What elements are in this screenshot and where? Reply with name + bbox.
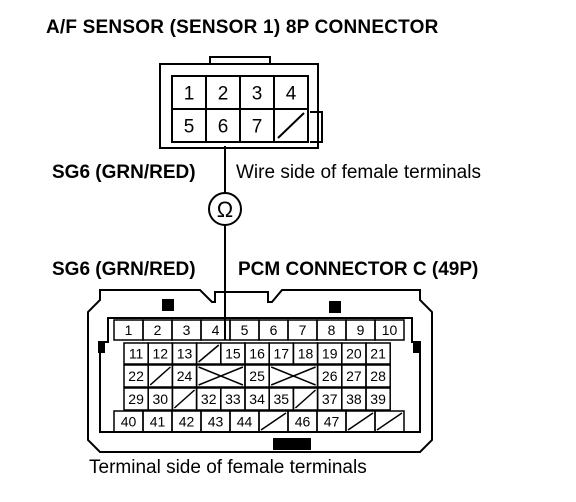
af-connector-lock-tab — [209, 56, 271, 64]
sg6-af-wire-label: SG6 (GRN/RED) — [52, 162, 196, 183]
pcm-pin-cell — [365, 364, 391, 388]
pcm-pin-number: 25 — [249, 368, 265, 384]
pcm-pin-number: 17 — [274, 346, 290, 362]
blocked-cavity-cross — [198, 366, 244, 386]
unused-pin-slash — [173, 389, 196, 409]
pcm-pin-cell — [365, 342, 391, 365]
pcm-pin-number: 3 — [183, 322, 191, 338]
pcm-pin-number: 18 — [298, 346, 314, 362]
af-connector-housing — [159, 63, 319, 149]
unused-pin-slash — [347, 412, 374, 431]
pcm-pin-number: 42 — [179, 414, 195, 430]
pcm-pin-number: 4 — [212, 322, 220, 338]
pcm-pin-number: 26 — [322, 368, 338, 384]
pcm-pin-number: 27 — [346, 368, 362, 384]
pcm-pin-cell — [374, 319, 405, 341]
pcm-pin-number: 19 — [322, 346, 338, 362]
pcm-pin-number: 21 — [370, 346, 386, 362]
pcm-pin-number: 28 — [370, 368, 386, 384]
af-connector-grid: 1 2 3 4 5 6 7 — [171, 75, 309, 143]
pcm-pin-number: 15 — [225, 346, 241, 362]
pcm-pin-cell — [365, 387, 391, 411]
terminal-side-caption: Terminal side of female terminals — [89, 457, 367, 478]
af-pin-number: 1 — [184, 84, 195, 105]
pcm-pin-number: 35 — [274, 391, 290, 407]
af-connector-side-key — [310, 111, 323, 143]
pcm-pin-number: 2 — [154, 322, 162, 338]
af-pin-number: 2 — [218, 84, 229, 105]
pcm-pin-number: 43 — [208, 414, 224, 430]
pcm-pin-number: 20 — [346, 346, 362, 362]
pcm-pin-number: 11 — [129, 346, 144, 362]
pcm-pin-number: 22 — [128, 368, 144, 384]
ohm-symbol: Ω — [217, 197, 233, 222]
af-pin-number: 4 — [286, 84, 297, 105]
pcm-pin-number: 1 — [125, 322, 133, 338]
pcm-pin-number: 8 — [328, 322, 336, 338]
pcm-pin-number: 39 — [370, 391, 386, 407]
pcm-pin-cell — [374, 410, 405, 433]
af-sensor-connector-title: A/F SENSOR (SENSOR 1) 8P CONNECTOR — [46, 17, 439, 38]
pcm-pin-number: 6 — [270, 322, 278, 338]
pcm-pin-number: 7 — [299, 322, 307, 338]
pcm-pin-number: 32 — [201, 391, 217, 407]
pcm-pin-number: 38 — [346, 391, 362, 407]
sg6-pcm-wire-label: SG6 (GRN/RED) — [52, 259, 196, 280]
pcm-pin-number: 16 — [249, 346, 265, 362]
pcm-pin-number: 29 — [128, 391, 144, 407]
pcm-pin-number: 13 — [177, 346, 193, 362]
pcm-pin-number: 33 — [225, 391, 241, 407]
af-pin-number: 6 — [218, 117, 229, 138]
af-pin-number: 5 — [184, 117, 195, 138]
unused-pin-slash — [260, 412, 287, 431]
af-pin-number: 3 — [252, 84, 263, 105]
pcm-pin-number: 34 — [249, 391, 265, 407]
pcm-pin-number: 40 — [121, 414, 137, 430]
pcm-connector-title: PCM CONNECTOR C (49P) — [238, 259, 479, 280]
pcm-pin-number: 9 — [357, 322, 365, 338]
pcm-pin-number: 41 — [150, 414, 166, 430]
pcm-pin-number: 5 — [241, 322, 249, 338]
pcm-pin-number: 47 — [324, 414, 340, 430]
wire-side-caption: Wire side of female terminals — [236, 162, 481, 183]
unused-pin-slash — [376, 412, 403, 431]
blocked-cavity-cross — [270, 366, 316, 386]
af-pin-number: 7 — [252, 117, 263, 138]
pcm-pin-number: 46 — [295, 414, 311, 430]
af-pin-cell — [273, 108, 309, 143]
pcm-pin-number: 44 — [237, 414, 253, 430]
pcm-pin-number: 30 — [153, 391, 169, 407]
pcm-pin-number: 12 — [153, 346, 169, 362]
unused-pin-slash — [198, 344, 220, 363]
unused-pin-slash — [149, 366, 171, 386]
pcm-pin-number: 10 — [382, 322, 398, 338]
unused-pin-slash — [294, 389, 317, 409]
pcm-pin-number: 24 — [177, 368, 193, 384]
pcm-pin-number: 37 — [322, 391, 338, 407]
unused-pin-slash — [277, 112, 305, 139]
